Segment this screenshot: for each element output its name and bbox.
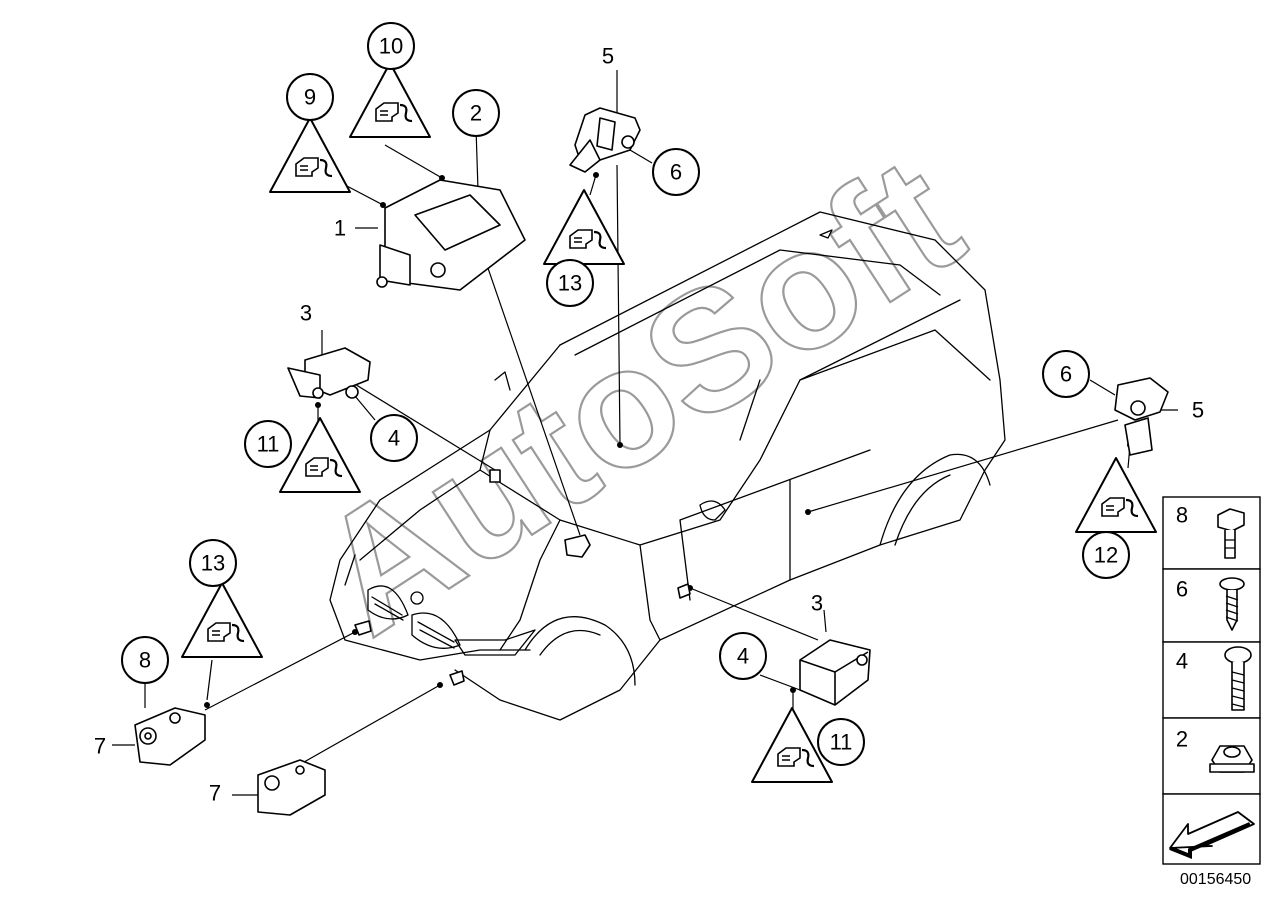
callout-4: 4 (388, 426, 400, 451)
callout-5: 5 (602, 44, 614, 69)
callout-6: 6 (670, 160, 682, 185)
callout-3: 3 (300, 301, 312, 326)
sensor-warning-triangle-icon (1076, 458, 1156, 532)
panel-item-8-label: 8 (1176, 503, 1188, 528)
sensor-5-top-part (569, 107, 641, 173)
callout-13: 13 (201, 551, 225, 576)
callout-8: 8 (139, 648, 151, 673)
reference-number: 00156450 (1180, 871, 1251, 888)
sensor-3-upper-part (287, 347, 371, 399)
control-unit-part (376, 179, 526, 291)
callout-3: 3 (811, 591, 823, 616)
flange-bolt-icon (1217, 508, 1245, 559)
callouts: 1 3 5 5 3 7 7 10 9 2 6 13 11 4 6 12 13 8… (94, 22, 1204, 806)
callout-11: 11 (830, 730, 853, 755)
hex-nut-icon (1209, 745, 1255, 773)
sensor-warning-triangle-icon (544, 190, 624, 264)
sensor-warning-triangle-icon (270, 118, 350, 192)
sensor-3-lower-part (799, 639, 871, 706)
callout-7: 7 (94, 734, 106, 759)
sensor-warning-triangle-icon (280, 418, 360, 492)
callout-10: 10 (379, 34, 403, 59)
sensor-7-lower-part (257, 759, 326, 816)
panel-item-6-label: 6 (1176, 577, 1188, 602)
callout-4: 4 (737, 644, 749, 669)
vehicle-outline (329, 211, 1006, 721)
sensor-warning-triangle-icon (182, 583, 262, 657)
sensor-warning-triangle-icon (350, 63, 430, 137)
callout-5: 5 (1192, 398, 1204, 423)
fastener-panel: 8 6 4 2 (1162, 496, 1261, 865)
callout-7: 7 (209, 781, 221, 806)
sensor-7-left-part (134, 707, 206, 766)
tapping-screw-icon (1219, 577, 1245, 631)
callout-6: 6 (1060, 362, 1072, 387)
callout-12: 12 (1094, 543, 1118, 568)
callout-13: 13 (558, 271, 582, 296)
sensor-5-right-part (1114, 377, 1169, 456)
car-mounting-points (354, 469, 691, 686)
callout-2: 2 (470, 101, 482, 126)
callout-11: 11 (257, 432, 280, 457)
callout-1: 1 (334, 216, 346, 241)
panel-item-4-label: 4 (1176, 649, 1188, 674)
panel-item-2-label: 2 (1176, 727, 1188, 752)
callout-9: 9 (304, 85, 316, 110)
arrow-navigation-icon[interactable] (1169, 811, 1255, 859)
machine-screw-icon (1224, 646, 1252, 711)
